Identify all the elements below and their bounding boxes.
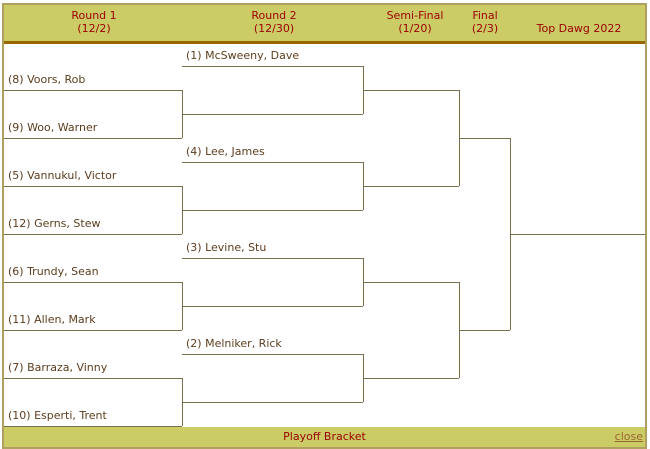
player-slot: (2) Melniker, Rick bbox=[186, 337, 282, 350]
player-slot: (10) Esperti, Trent bbox=[8, 409, 107, 422]
champion-header: Top Dawg 2022 bbox=[536, 22, 622, 35]
player-slot: (6) Trundy, Sean bbox=[8, 265, 99, 278]
player-slot: (3) Levine, Stu bbox=[186, 241, 267, 254]
round1-name: Round 1 bbox=[71, 9, 117, 22]
player-slot: (4) Lee, James bbox=[186, 145, 265, 158]
final-date: (2/3) bbox=[471, 22, 499, 35]
player-slot: (1) McSweeny, Dave bbox=[186, 49, 300, 62]
final-header: Final(2/3) bbox=[460, 9, 510, 35]
player-slot: (5) Vannukul, Victor bbox=[8, 169, 117, 182]
semifinal-date: (1/20) bbox=[398, 22, 432, 35]
bracket-window: Round 1(12/2) Round 2(12/30) Semi-Final(… bbox=[2, 3, 647, 449]
player-slot: (12) Gerns, Stew bbox=[8, 217, 101, 230]
bracket-footer: Playoff Bracket close bbox=[4, 427, 645, 447]
player-slot: (11) Allen, Mark bbox=[8, 313, 96, 326]
footer-title: Playoff Bracket bbox=[283, 430, 366, 443]
final-name: Final bbox=[472, 9, 498, 22]
semifinal-header: Semi-Final(1/20) bbox=[370, 9, 460, 35]
round2-header: Round 2(12/30) bbox=[224, 9, 324, 35]
round1-header: Round 1(12/2) bbox=[44, 9, 144, 35]
round1-date: (12/2) bbox=[77, 22, 111, 35]
player-slot: (9) Woo, Warner bbox=[8, 121, 98, 134]
player-slot: (7) Barraza, Vinny bbox=[8, 361, 108, 374]
bracket-header: Round 1(12/2) Round 2(12/30) Semi-Final(… bbox=[4, 5, 645, 44]
round2-name: Round 2 bbox=[251, 9, 297, 22]
close-link[interactable]: close bbox=[614, 430, 643, 443]
round2-date: (12/30) bbox=[253, 22, 295, 35]
semifinal-name: Semi-Final bbox=[386, 9, 444, 22]
player-slot: (8) Voors, Rob bbox=[8, 73, 86, 86]
